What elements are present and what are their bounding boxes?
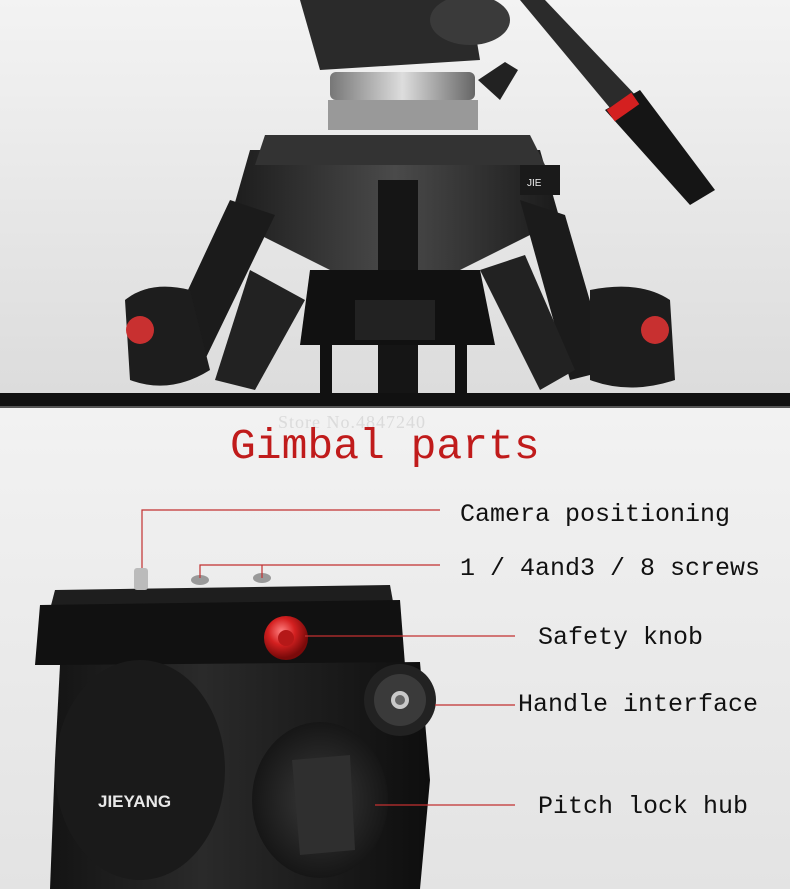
callout-handle-interface: Handle interface [518,690,759,719]
callout-screws: 1 / 4and3 / 8 screws [460,554,761,583]
callout-pitch-lock-hub: Pitch lock hub [538,792,749,821]
tripod-photo: JIE [0,0,790,395]
divider-line [0,406,790,408]
tripod-brand-mark: JIE [527,178,542,189]
callout-camera-positioning: Camera positioning [460,500,731,529]
section-title: Gimbal parts [230,422,540,471]
gimbal-brand: JIEYANG [98,792,171,811]
divider-bar [0,393,790,407]
gimbal-head-illustration: JIEYANG [35,509,515,889]
store-watermark: Store No.4847240 [278,412,426,432]
gimbal-section: JIEYANG [0,408,790,889]
callout-safety-knob: Safety knob [538,623,704,652]
tripod-illustration: JIE [125,0,715,395]
